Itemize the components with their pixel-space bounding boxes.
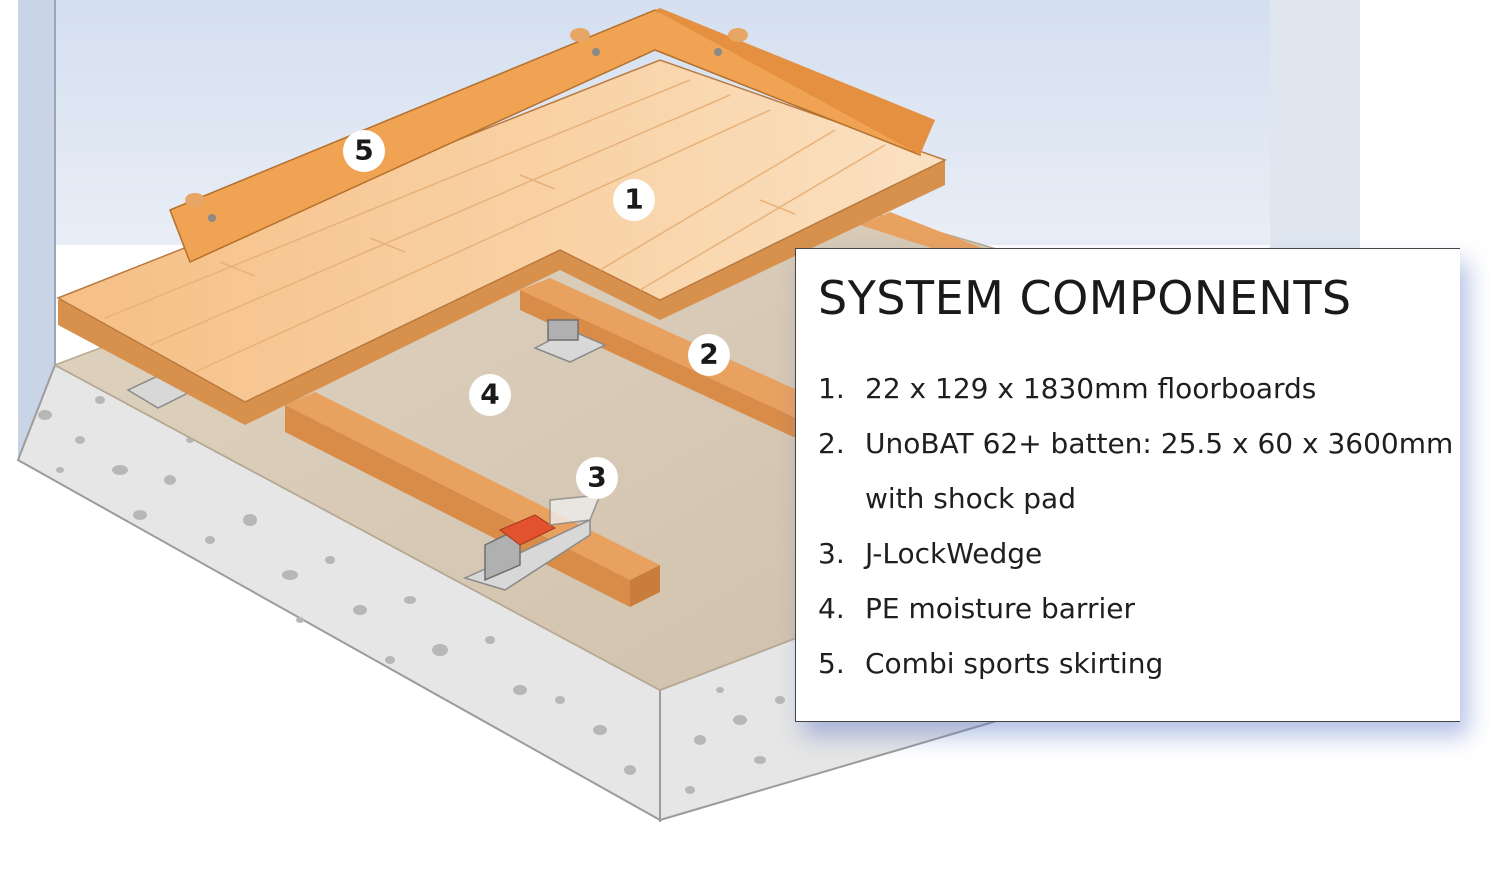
component-text: J-LockWedge: [865, 537, 1043, 570]
j-lockwedge: [462, 494, 602, 591]
callout-1: 1: [613, 179, 655, 221]
callout-2-label: 2: [699, 338, 718, 371]
component-item: 4. PE moisture barrier: [818, 581, 1453, 636]
component-number: 3.: [818, 537, 845, 570]
component-text: UnoBAT 62+ batten: 25.5 x 60 x 3600mm: [865, 427, 1454, 460]
wedge-clip-middle: [533, 319, 607, 363]
combi-sports-skirting: [169, 8, 935, 264]
callout-3: 3: [576, 457, 618, 499]
component-number: 5.: [818, 647, 845, 680]
panel-title: SYSTEM COMPONENTS: [818, 271, 1352, 325]
component-item-continuation: with shock pad: [818, 471, 1453, 526]
component-item: 2. UnoBAT 62+ batten: 25.5 x 60 x 3600mm: [818, 416, 1453, 471]
component-text: 22 x 129 x 1830mm floorboards: [865, 372, 1317, 405]
component-item: 1. 22 x 129 x 1830mm floorboards: [818, 361, 1453, 416]
callout-5: 5: [343, 130, 385, 172]
batten-middle: [520, 278, 830, 440]
callout-4-label: 4: [480, 378, 499, 411]
callout-1-label: 1: [624, 183, 643, 216]
system-components-panel: SYSTEM COMPONENTS 1. 22 x 129 x 1830mm f…: [795, 248, 1460, 722]
component-text: PE moisture barrier: [865, 592, 1135, 625]
concrete-aggregate: [38, 396, 785, 794]
component-number: 2.: [818, 427, 845, 460]
component-text: Combi sports skirting: [865, 647, 1164, 680]
component-item: 5. Combi sports skirting: [818, 636, 1453, 691]
component-list: 1. 22 x 129 x 1830mm floorboards 2. UnoB…: [818, 361, 1453, 691]
callout-4: 4: [469, 374, 511, 416]
concrete-slab: [16, 363, 1001, 822]
floorboard-deck: [56, 59, 947, 425]
callout-2: 2: [688, 334, 730, 376]
callout-5-label: 5: [354, 134, 373, 167]
component-number: 1.: [818, 372, 845, 405]
component-item: 3. J-LockWedge: [818, 526, 1453, 581]
component-number: 4.: [818, 592, 845, 625]
callout-3-label: 3: [587, 461, 606, 494]
component-text: with shock pad: [865, 482, 1076, 515]
